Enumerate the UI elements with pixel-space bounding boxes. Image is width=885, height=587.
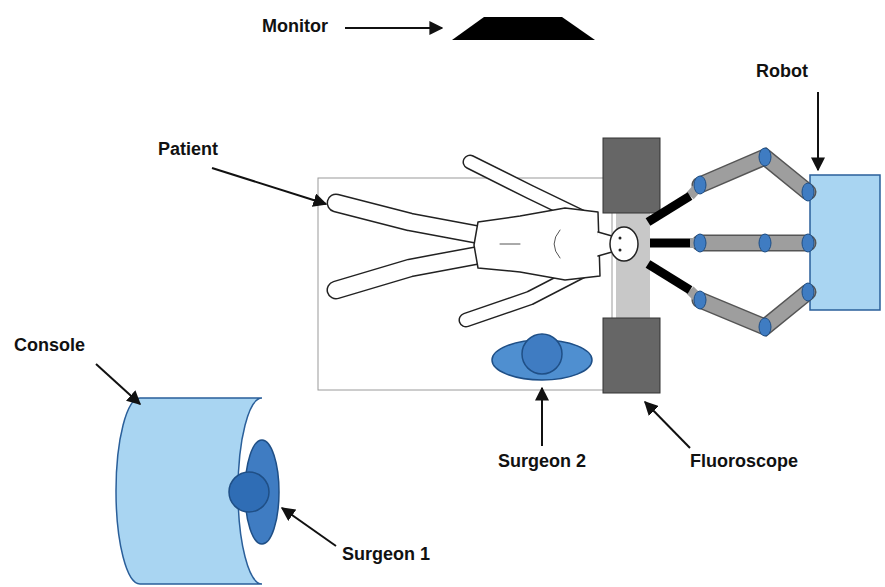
fluoroscope-head xyxy=(603,318,660,393)
monitor-shape xyxy=(452,17,595,40)
part-label: Fluoroscope xyxy=(690,452,798,472)
part-label: Surgeon 1 xyxy=(342,545,430,565)
part-label: Robot xyxy=(756,62,808,82)
surgeon-head xyxy=(522,334,562,374)
robot-arms xyxy=(648,148,814,336)
part-label: Patient xyxy=(158,140,218,160)
robot-base xyxy=(810,175,880,310)
surgeon-head xyxy=(229,472,269,512)
part-label: Console xyxy=(14,336,85,356)
part-label: Surgeon 2 xyxy=(498,452,586,472)
fluoroscope-head xyxy=(603,138,660,213)
patient-table xyxy=(318,178,612,390)
part-label: Monitor xyxy=(262,17,328,37)
patient-body xyxy=(336,162,638,320)
leader-arrows xyxy=(96,28,818,546)
